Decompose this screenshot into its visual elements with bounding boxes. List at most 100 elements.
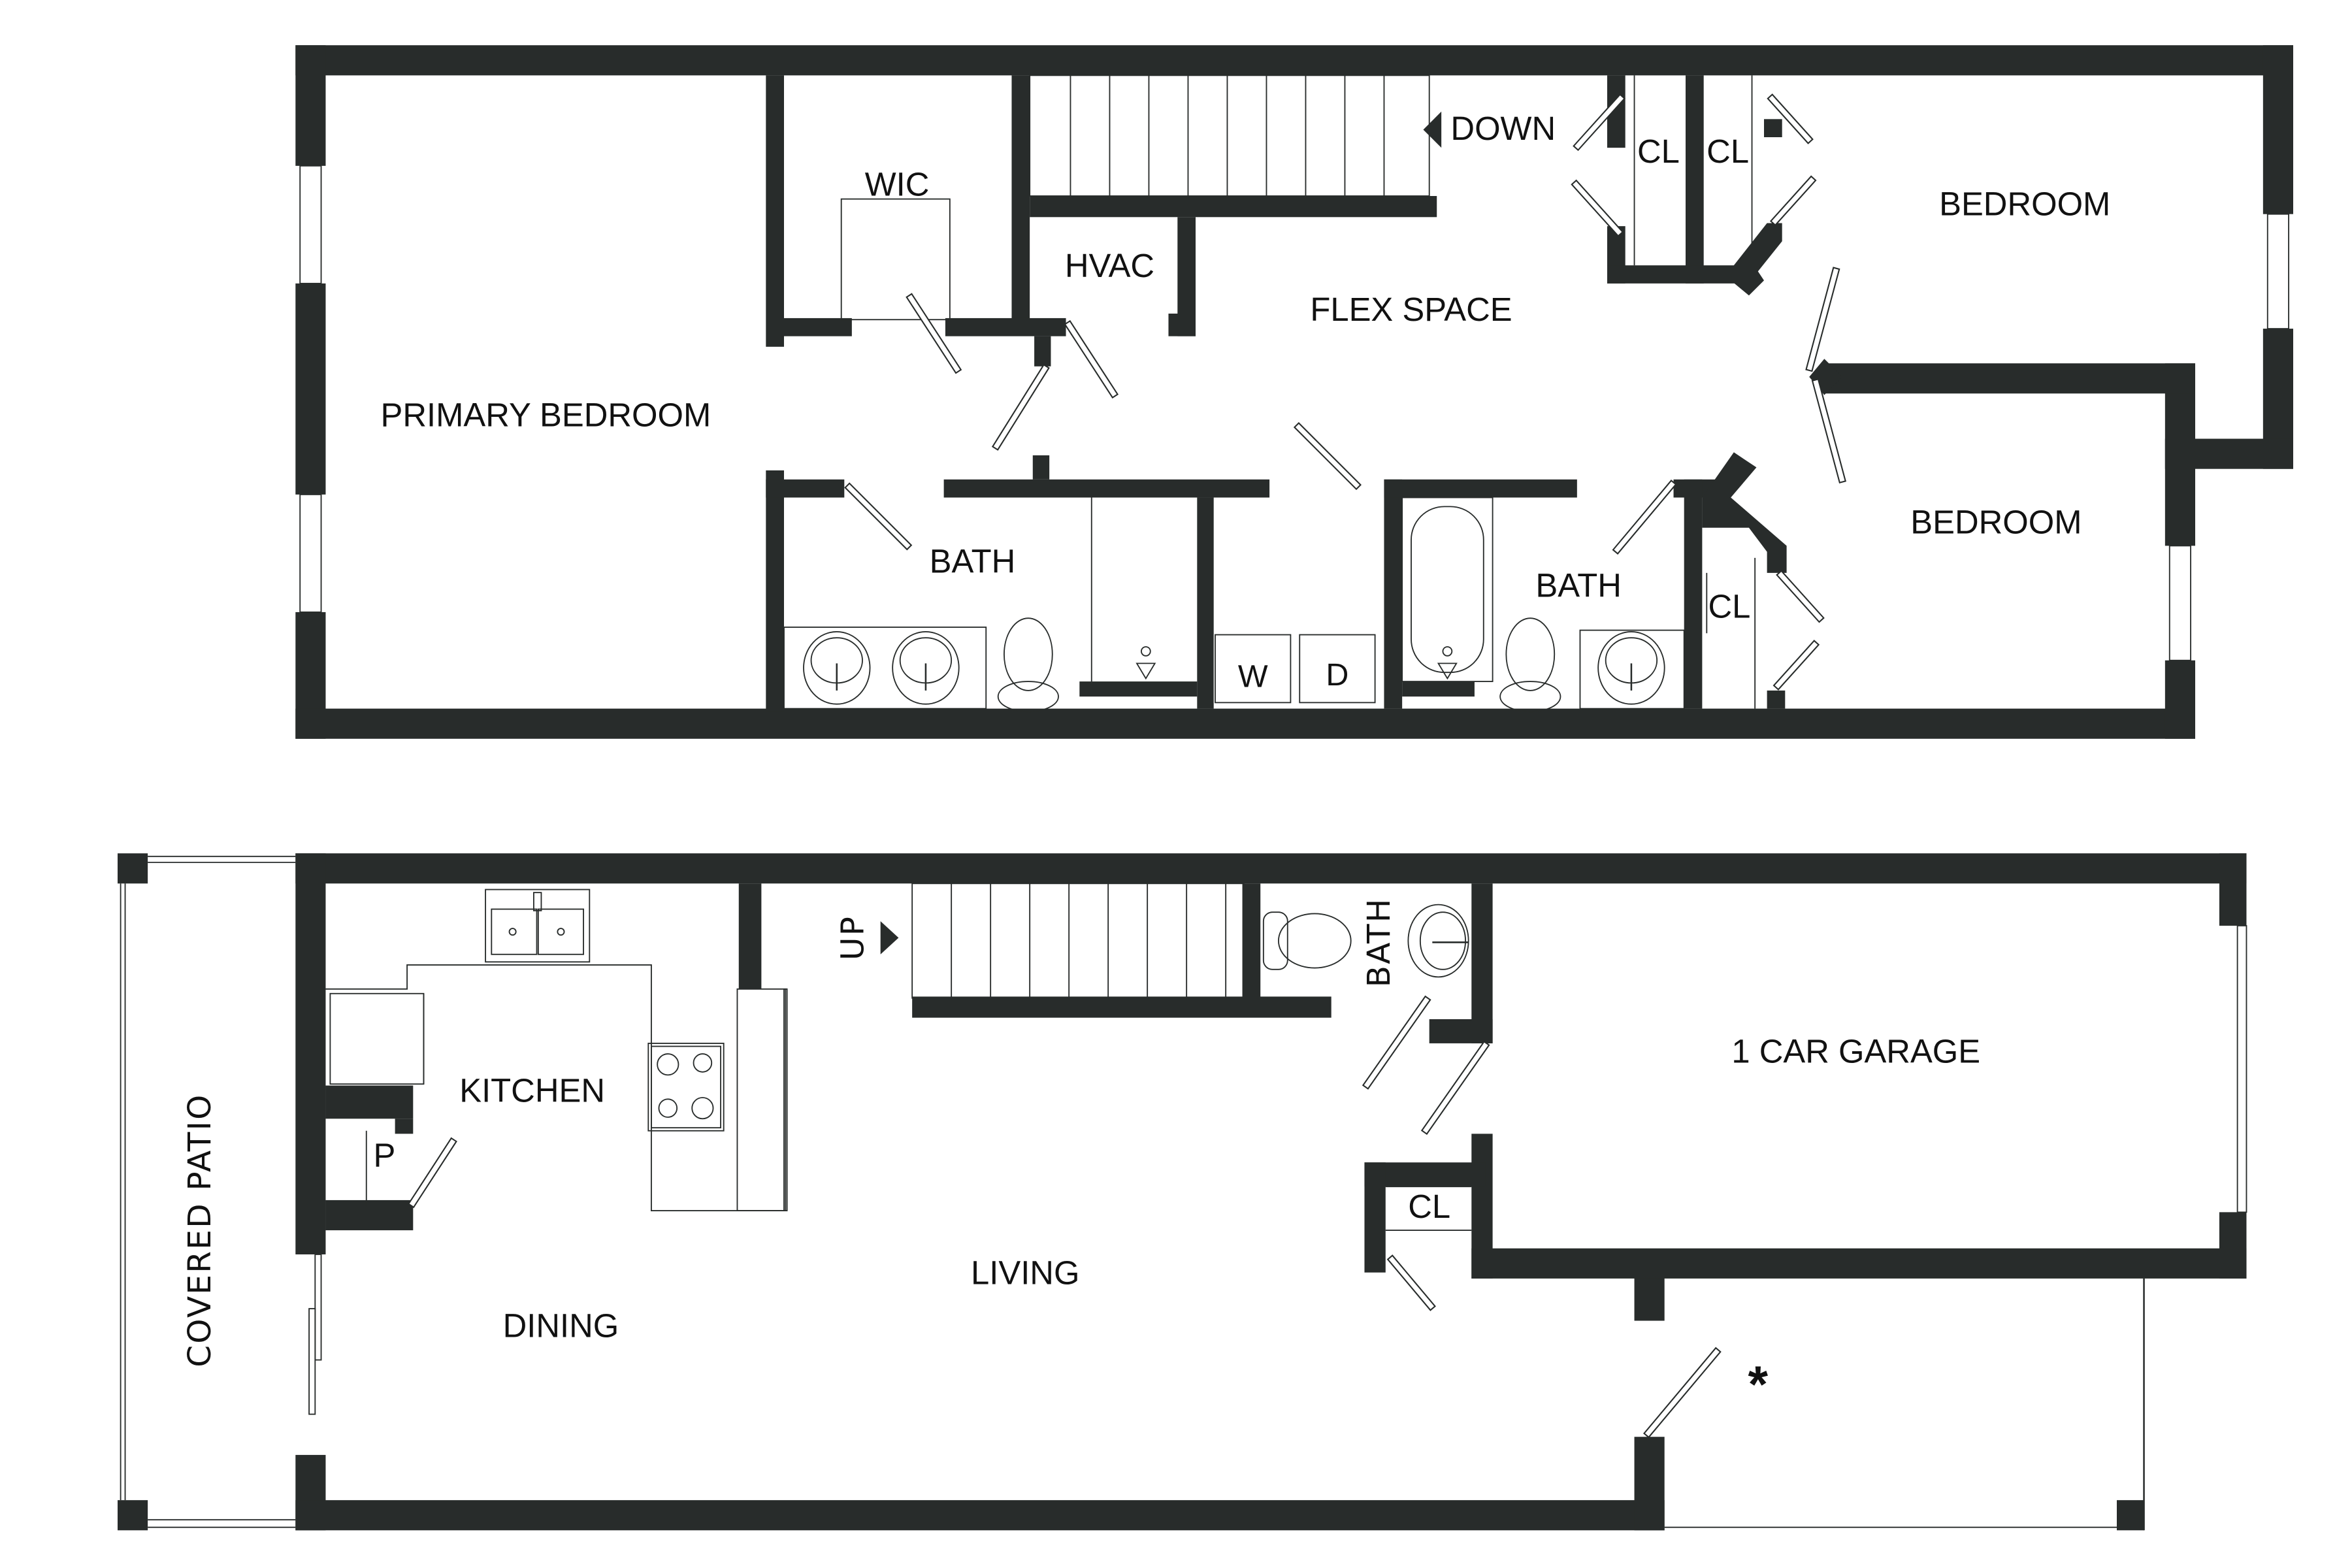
washer: W	[1215, 634, 1292, 704]
bedroom2-right-wall-top	[2164, 363, 2195, 546]
stair-wall	[912, 996, 1331, 1018]
door-garage[interactable]	[1420, 1040, 1490, 1135]
half-bath-bottom-stub	[1429, 1019, 1493, 1043]
door-pantry[interactable]	[407, 1137, 457, 1209]
window	[299, 165, 322, 284]
washer-label: W	[1238, 659, 1268, 694]
bathtub	[1401, 497, 1494, 682]
stair-wall	[1030, 196, 1437, 218]
bath1-left-wall	[766, 470, 784, 712]
label-covered-patio: COVERED PATIO	[182, 1093, 218, 1367]
lower-bottom-wall	[295, 1500, 1665, 1531]
window	[299, 493, 322, 613]
refrigerator	[329, 992, 425, 1085]
garage-ext-wall	[1634, 1437, 1665, 1531]
garage-bottom-wall	[1471, 1248, 2247, 1279]
closet-angled-wall	[1731, 223, 1782, 296]
upper-left-wall-mid	[295, 283, 326, 495]
door-closet2-b[interactable]	[1769, 175, 1817, 227]
toilet	[1499, 617, 1561, 713]
label-dining: DINING	[503, 1307, 619, 1344]
pantry-stub	[395, 1119, 414, 1134]
garage-right-top	[2219, 853, 2247, 926]
half-bath-left-wall	[1242, 883, 1261, 998]
arrow-left-icon	[1423, 111, 1442, 148]
stairs-up[interactable]	[911, 883, 1245, 999]
label-bedroom-2: BEDROOM	[1910, 503, 2082, 540]
bath2-right-wall	[1684, 479, 1703, 709]
door-closet2-a[interactable]	[1767, 93, 1814, 144]
tub-curb	[1402, 681, 1475, 697]
door-bath1[interactable]	[844, 482, 913, 551]
door-wic[interactable]	[906, 293, 962, 374]
door-hvac[interactable]	[1064, 319, 1119, 399]
vanity-sink	[1579, 629, 1685, 710]
stove	[647, 1043, 725, 1132]
door-half-bath[interactable]	[1362, 995, 1431, 1090]
window	[2168, 545, 2191, 661]
door-closet3-a[interactable]	[1776, 570, 1825, 623]
shower-drain-icon	[1135, 646, 1156, 680]
sliding-door[interactable]	[308, 1254, 322, 1415]
label-closet-1: CL	[1637, 133, 1680, 170]
fridge-wall	[325, 1085, 414, 1119]
wic-bottom-wall	[784, 318, 852, 336]
bedroom2-right-wall-bot	[2164, 660, 2195, 739]
bedroom-divider-wall	[1824, 363, 2195, 394]
bath2-top-wall	[1384, 479, 1577, 498]
label-kitchen: KITCHEN	[459, 1071, 605, 1109]
label-bath-primary: BATH	[930, 542, 1016, 580]
toilet	[997, 617, 1059, 713]
upper-right-wall-top	[2262, 45, 2293, 214]
window	[2266, 213, 2289, 329]
stairs-down[interactable]	[1029, 74, 1430, 197]
garage-right-bot	[2219, 1212, 2247, 1279]
label-bedroom-1: BEDROOM	[1939, 186, 2110, 223]
lower-floor: COVERED PATIO KITCHEN P DINING LIVING UP…	[118, 853, 2247, 1531]
door-laundry[interactable]	[1293, 422, 1362, 491]
upper-floor: W D PRIMARY BEDROOM WIC HVAC FLEX SPACE …	[295, 45, 2294, 739]
kitchen-sink	[485, 889, 591, 963]
shower-curb	[1079, 681, 1198, 697]
door-primary-bedroom[interactable]	[991, 363, 1050, 451]
label-flex-space: FLEX SPACE	[1310, 291, 1512, 328]
door-entry[interactable]	[1643, 1347, 1722, 1439]
label-garage: 1 CAR GARAGE	[1731, 1032, 1980, 1070]
door-closet[interactable]	[1386, 1254, 1436, 1311]
door-bath2[interactable]	[1612, 480, 1677, 555]
pedestal-sink	[1407, 904, 1469, 978]
door-closet1-b[interactable]	[1571, 179, 1624, 237]
closet-stub	[1764, 119, 1782, 137]
wic-right-wall	[1011, 75, 1030, 332]
label-bath-hall: BATH	[1535, 566, 1622, 604]
door-bedroom2[interactable]	[1811, 378, 1847, 484]
door-closet3-b[interactable]	[1772, 640, 1820, 691]
asterisk-marker: *	[1748, 1356, 1769, 1413]
laundry-right-wall	[1384, 479, 1403, 709]
wall-stub	[1034, 336, 1051, 367]
label-closet-2: CL	[1707, 133, 1749, 170]
label-primary-bedroom: PRIMARY BEDROOM	[381, 397, 711, 434]
label-stairs-up: UP	[834, 915, 871, 960]
pantry-bottom-wall	[325, 1200, 414, 1231]
label-hvac: HVAC	[1065, 247, 1154, 284]
label-living: LIVING	[971, 1254, 1079, 1292]
closet-angled-wall	[1702, 452, 1787, 573]
garage-ext-wall-top	[1634, 1275, 1665, 1321]
hvac-right-stub	[1168, 314, 1196, 336]
closet-divider	[1686, 75, 1704, 284]
lower-top-wall	[295, 853, 2247, 884]
driveway-area	[1664, 1278, 2145, 1531]
label-closet-3: CL	[1708, 588, 1750, 625]
shower-wall	[1197, 497, 1214, 709]
door-bedroom1[interactable]	[1805, 267, 1840, 372]
upper-top-wall	[295, 45, 2294, 76]
door-closet1-a[interactable]	[1573, 93, 1625, 152]
label-half-bath: BATH	[1361, 897, 1397, 987]
garage-left-wall-bot	[1471, 1134, 1493, 1279]
closet-stub	[1767, 690, 1786, 709]
kitchen-wall-stub	[738, 883, 762, 989]
garage-door[interactable]	[2236, 924, 2247, 1213]
bath1-top-wall	[766, 479, 845, 498]
